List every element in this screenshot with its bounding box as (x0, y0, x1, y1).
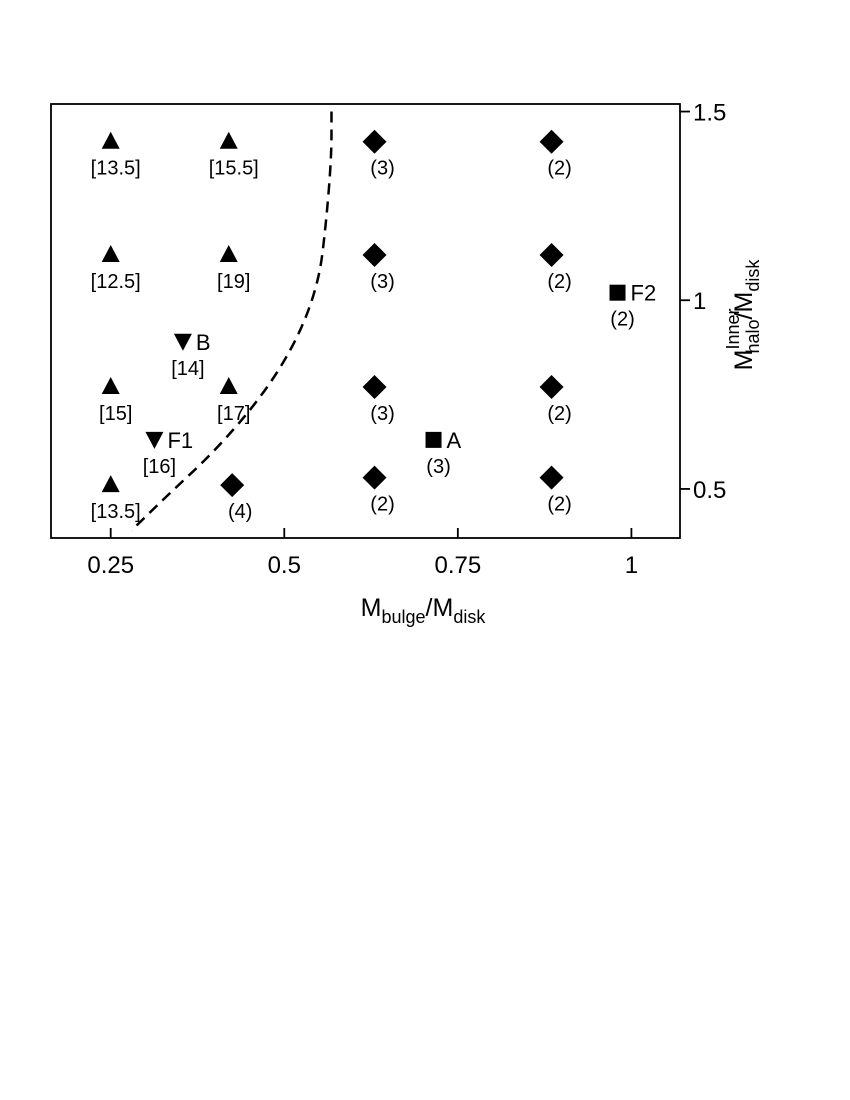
axis-ticks: 0.25 0.5 0.75 1 0.5 1 1.5 (87, 100, 726, 579)
triangle-up-marker-6 (101, 475, 120, 493)
point-annotation-0: [13.5] (91, 158, 141, 180)
triangle-up-marker-1 (219, 131, 238, 149)
point-annotation-11: (3) (370, 271, 394, 293)
y-label-slash: /M (730, 292, 758, 320)
point-annotation-5: [17] (217, 403, 250, 425)
dashed-boundary-curve (130, 111, 333, 532)
triangle-up-marker-0 (101, 131, 120, 149)
point-annotation-1: [15.5] (209, 158, 259, 180)
triangle-up-marker-3 (219, 244, 238, 262)
triangle-up-marker-5 (219, 377, 238, 395)
point-annotation-13: (3) (370, 403, 394, 425)
point-annotation-6: [13.5] (91, 501, 141, 523)
y-label-sub-halo: halo (743, 319, 763, 353)
point-annotation-3: [19] (217, 271, 250, 293)
diamond-marker-10 (539, 129, 564, 154)
square-marker-18 (425, 431, 442, 448)
point-name-label-19: F2 (631, 281, 657, 306)
x-tick-label-1: 0.5 (268, 552, 301, 579)
point-name-label-18: A (447, 428, 462, 453)
point-annotation-9: (3) (370, 158, 394, 180)
diamond-marker-15 (362, 465, 387, 490)
diamond-marker-14 (539, 375, 564, 400)
x-axis-label: Mbulge/Mdisk (361, 594, 487, 627)
y-label-sup-inner: Inner (723, 308, 743, 349)
plot-frame (50, 103, 681, 539)
data-points: [13.5] [15.5] [12.5] [19] [15] [17] [13.5] B [14… (91, 129, 657, 523)
point-annotation-7: [14] (171, 358, 204, 380)
triangle-down-marker-7 (173, 333, 192, 351)
y-tick-label-1: 1 (693, 288, 706, 315)
point-annotation-12: (2) (547, 271, 571, 293)
point-annotation-18: (3) (426, 456, 450, 478)
x-label-slash: /M (426, 594, 454, 622)
triangle-down-marker-8 (145, 431, 164, 449)
point-annotation-2: [12.5] (91, 271, 141, 293)
diamond-marker-16 (539, 465, 564, 490)
triangle-up-marker-4 (101, 377, 120, 395)
square-marker-19 (609, 284, 626, 301)
y-label-main: M (730, 350, 758, 371)
point-annotation-19: (2) (610, 309, 634, 331)
point-annotation-4: [15] (99, 403, 132, 425)
x-tick-label-3: 1 (625, 552, 638, 579)
x-tick-label-0: 0.25 (87, 552, 134, 579)
point-name-label-7: B (196, 330, 211, 355)
x-label-main: M (361, 594, 382, 622)
diamond-marker-11 (362, 242, 387, 267)
y-label-sub-disk: disk (743, 259, 763, 292)
y-tick-label-0: 0.5 (693, 477, 726, 504)
point-annotation-17: (4) (228, 501, 252, 523)
diamond-marker-13 (362, 375, 387, 400)
diamond-marker-12 (539, 242, 564, 267)
point-annotation-8: [16] (143, 456, 176, 478)
diamond-marker-17 (220, 473, 245, 498)
x-label-sub-bulge: bulge (381, 607, 425, 627)
x-label-sub-disk: disk (453, 607, 486, 627)
point-annotation-10: (2) (547, 158, 571, 180)
x-tick-label-2: 0.75 (434, 552, 481, 579)
triangle-up-marker-2 (101, 244, 120, 262)
y-axis-label: MInnerhalo/Mdisk (723, 259, 763, 371)
point-name-label-8: F1 (167, 428, 193, 453)
point-annotation-16: (2) (547, 494, 571, 516)
point-annotation-15: (2) (370, 494, 394, 516)
y-tick-label-2: 1.5 (693, 100, 726, 127)
diamond-marker-9 (362, 129, 387, 154)
point-annotation-14: (2) (547, 403, 571, 425)
